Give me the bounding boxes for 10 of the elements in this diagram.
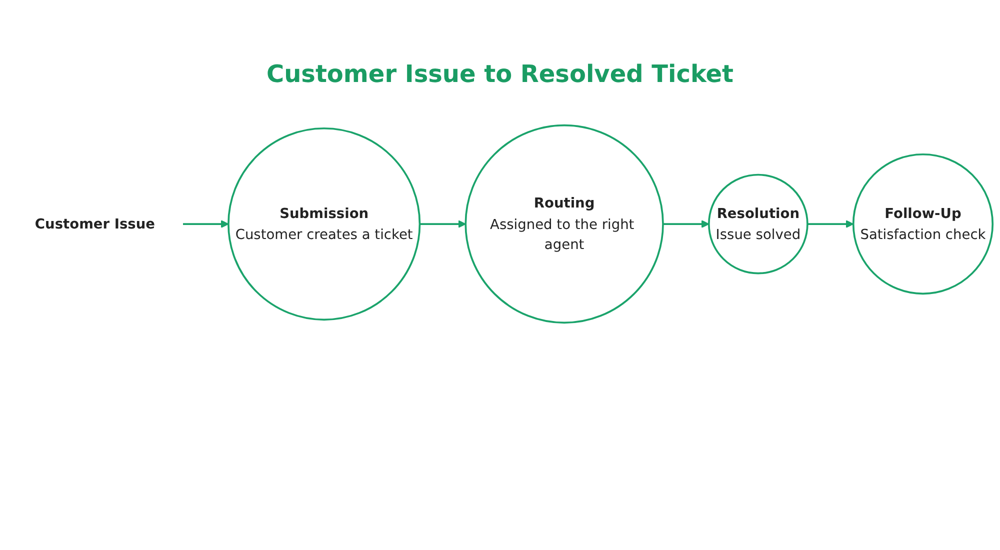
arrow xyxy=(663,220,710,228)
node-circle: Resolution Issue solved xyxy=(708,174,808,274)
arrow xyxy=(420,220,466,228)
node-circle: Routing Assigned to the right agent xyxy=(464,124,664,324)
arrow xyxy=(182,220,229,228)
arrow xyxy=(807,220,854,228)
node-circle: Submission Customer creates a ticket xyxy=(228,127,421,321)
diagram-title: Customer Issue to Resolved Ticket xyxy=(265,60,735,88)
node-text: Customer Issue xyxy=(34,216,156,232)
node-circle: Follow-Up Satisfaction check xyxy=(852,153,994,295)
